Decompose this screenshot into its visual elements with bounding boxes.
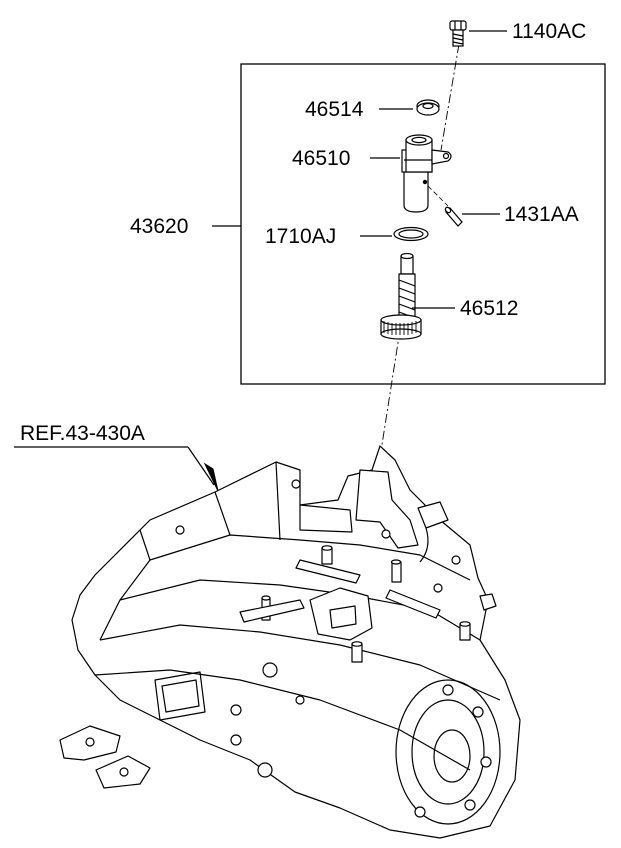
label-ref-43-430a: REF.43-430A xyxy=(20,422,145,445)
label-43620: 43620 xyxy=(130,215,188,238)
washer-46514[interactable] xyxy=(416,99,440,116)
pin-dashed-line xyxy=(427,185,449,207)
label-46514: 46514 xyxy=(305,98,364,121)
dashed-centerlines xyxy=(377,43,460,471)
label-46510: 46510 xyxy=(292,147,350,170)
assembly-frame xyxy=(240,63,606,385)
ref-arrowhead xyxy=(203,462,219,492)
oring-1710aj[interactable] xyxy=(393,226,429,242)
label-1140ac: 1140AC xyxy=(512,20,586,43)
label-46512: 46512 xyxy=(460,297,518,320)
gear-shaft-46512[interactable] xyxy=(380,252,422,340)
leader-lines xyxy=(14,30,507,486)
sensor-housing-46510[interactable] xyxy=(401,134,452,213)
bolt-1140ac[interactable] xyxy=(449,20,467,47)
label-1710aj: 1710AJ xyxy=(265,225,336,248)
transmission-assembly xyxy=(59,445,521,839)
pin-1431aa[interactable] xyxy=(444,206,463,227)
label-1431aa: 1431AA xyxy=(504,203,579,226)
